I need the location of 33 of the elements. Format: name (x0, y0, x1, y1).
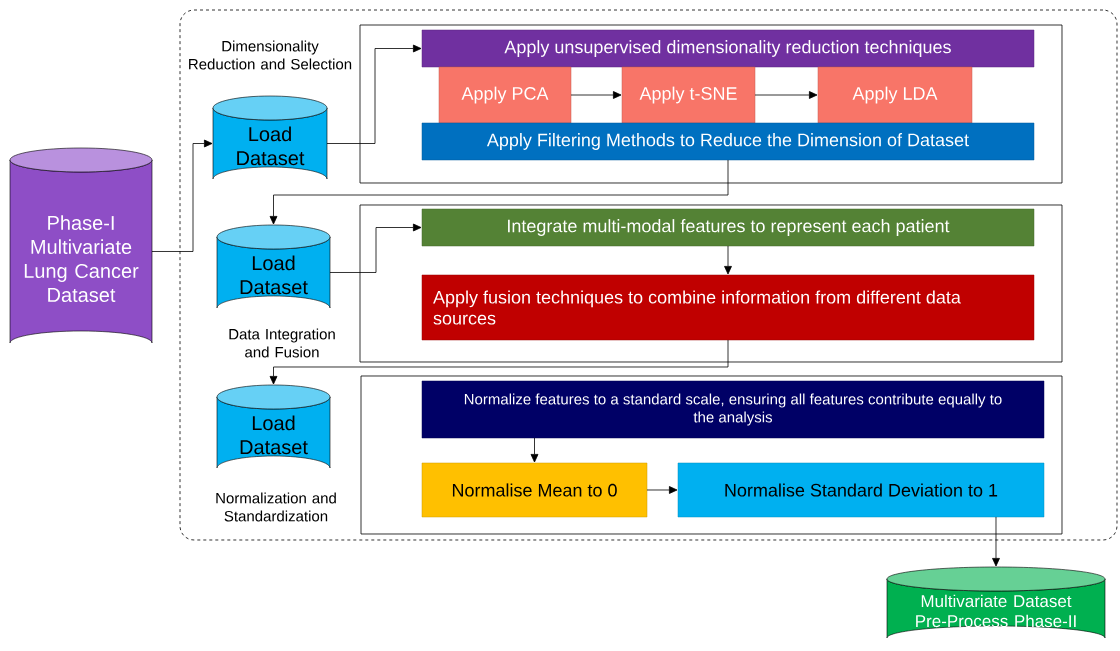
database-cylinder: Load Dataset (216, 224, 331, 309)
arrow (724, 245, 732, 275)
step-panel (359, 204, 1063, 363)
process-box: Normalise Standard Deviation to 1 (677, 462, 1045, 518)
arrow (530, 437, 539, 463)
process-box: Apply unsupervised dimensionality reduction techniques (421, 29, 1035, 68)
caption-text: Normalization and Standardization (216, 492, 336, 522)
arrow (754, 91, 818, 99)
process-box: Integrate multi-modal features to represent each patient (421, 208, 1035, 247)
arrow (151, 139, 213, 252)
caption-text: Data Integration and Fusion (229, 328, 335, 358)
arrow (570, 91, 622, 99)
process-box: Apply Filtering Methods to Reduce the Dimension of Dataset (421, 122, 1035, 161)
step-panel (360, 375, 1063, 535)
process-box: Normalize features to a standard scale, ensuring all features contribute equally to the analysis (421, 380, 1045, 439)
database-cylinder: Multivariate Dataset Pre-Process Phase-II (886, 566, 1106, 639)
process-box: Apply fusion techniques to combine information from different data sources (421, 274, 1035, 341)
database-cylinder: Load Dataset (212, 95, 328, 180)
arrow (646, 486, 678, 494)
process-box: Normalise Mean to 0 (421, 462, 648, 518)
arrow (329, 223, 422, 273)
arrow (992, 516, 1000, 567)
process-box: Apply PCA (438, 66, 572, 124)
process-box: Apply LDA (817, 66, 973, 124)
process-box: Apply t-SNE (621, 66, 756, 124)
database-cylinder: Phase-I Multivariate Lung Cancer Dataset (9, 147, 153, 344)
database-cylinder: Load Dataset (216, 384, 331, 469)
arrow (326, 44, 422, 144)
dashed-group-box (179, 9, 1118, 541)
arrow (269, 159, 729, 225)
arrow (269, 339, 729, 385)
caption-text: Dimensionality Reduction and Selection (189, 40, 352, 70)
step-panel (359, 24, 1063, 184)
